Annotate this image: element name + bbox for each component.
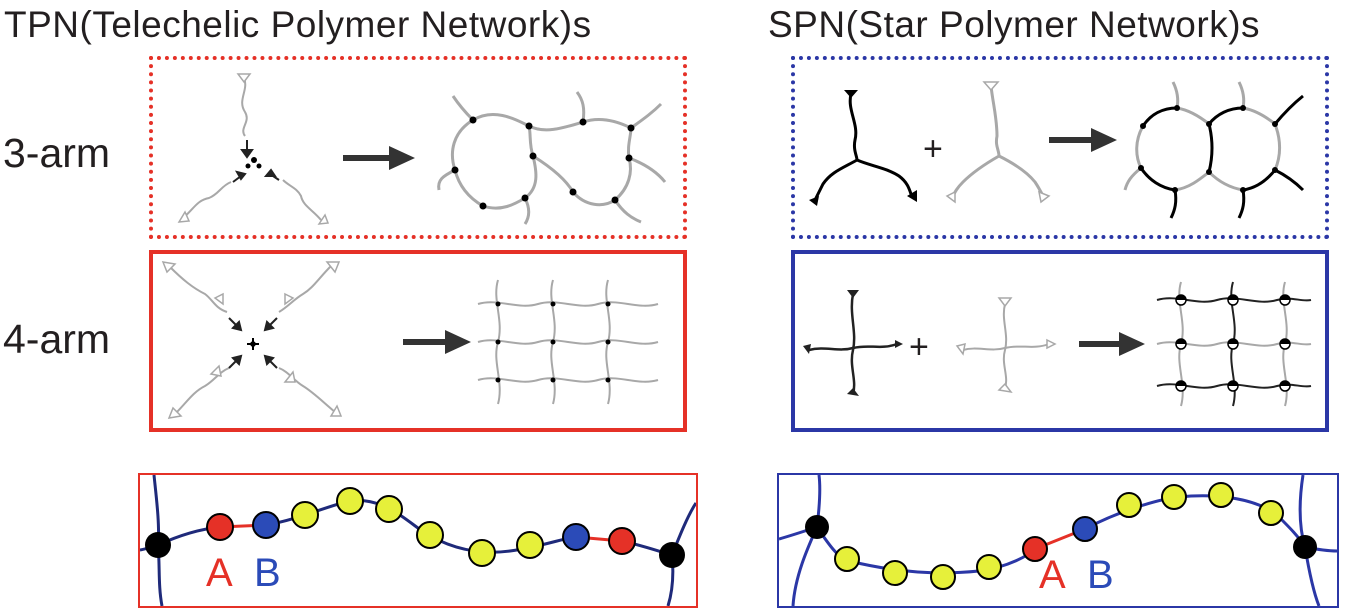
tpn-4-arm-panel	[149, 250, 687, 432]
bead-b-right	[562, 523, 590, 551]
reaction-arrow	[1049, 128, 1117, 152]
tpn-chain-diagram	[140, 475, 696, 606]
telechelic-chains	[182, 77, 322, 221]
label-b: B	[254, 551, 281, 595]
trifunctional-junction	[245, 157, 262, 169]
crosslink-points	[145, 532, 685, 568]
spn-3-arm-panel: +	[791, 56, 1329, 239]
junction-arrows	[228, 317, 278, 369]
bead-a	[1022, 536, 1048, 562]
tpn-3-arm-diagram	[177, 73, 667, 225]
tpn-4-arm-junctions	[495, 301, 611, 383]
bead-b	[1072, 516, 1098, 542]
label-a: A	[206, 551, 233, 595]
row-label-3-arm: 3-arm	[3, 130, 111, 176]
tpn-title: TPN(Telechelic Polymer Network)s	[4, 4, 592, 45]
tpn-4-arm-diagram	[161, 261, 659, 419]
chain-end-groups	[161, 261, 343, 419]
tpn-chain-detail-panel: A B	[138, 473, 698, 608]
bead-a-left	[206, 513, 234, 541]
black-4-arm-star	[808, 293, 898, 395]
spn-4-arm-panel: +	[791, 250, 1329, 432]
tetrafunctional-junction	[247, 338, 259, 350]
tpn-chain-beads	[206, 487, 636, 567]
tpn-3-arm-junctions	[451, 116, 635, 210]
row-label-4-arm: 4-arm	[3, 316, 111, 362]
gray-star-end-groups	[955, 297, 1057, 394]
spn-chain-beads	[834, 482, 1284, 590]
chain-end-groups	[177, 73, 330, 225]
tpn-3-arm-panel	[149, 56, 687, 239]
reaction-arrow	[403, 330, 471, 354]
junction-arrows	[232, 140, 280, 183]
plus-sign: +	[923, 130, 943, 168]
gray-star-polymer	[951, 85, 1045, 197]
crosslink-points	[805, 515, 1317, 559]
gray-star-end-groups	[945, 81, 1051, 204]
spn-3-arm-junctions	[1138, 105, 1278, 193]
telechelic-chains	[168, 265, 336, 415]
spn-chain-detail-panel: A B	[777, 473, 1339, 608]
bead-b-left	[252, 511, 280, 539]
black-star-end-groups	[803, 290, 903, 396]
plus-sign: +	[909, 328, 929, 366]
spn-4-arm-diagram: +	[803, 281, 1312, 407]
tpn-4-arm-network	[477, 279, 659, 405]
black-star-end-groups	[809, 90, 917, 206]
spn-title: SPN(Star Polymer Network)s	[768, 4, 1261, 45]
gray-4-arm-star	[962, 303, 1050, 389]
spn-3-arm-network	[1123, 81, 1305, 219]
reaction-arrow	[343, 146, 415, 170]
spn-chain-diagram	[779, 475, 1337, 606]
black-star-polymer	[813, 93, 913, 201]
bead-a-right	[608, 527, 636, 555]
spn-4-arm-junction-halves	[1176, 295, 1290, 386]
label-a: A	[1039, 553, 1066, 597]
label-b: B	[1087, 553, 1114, 597]
spn-3-arm-diagram: +	[809, 81, 1305, 219]
reaction-arrow	[1079, 332, 1145, 356]
